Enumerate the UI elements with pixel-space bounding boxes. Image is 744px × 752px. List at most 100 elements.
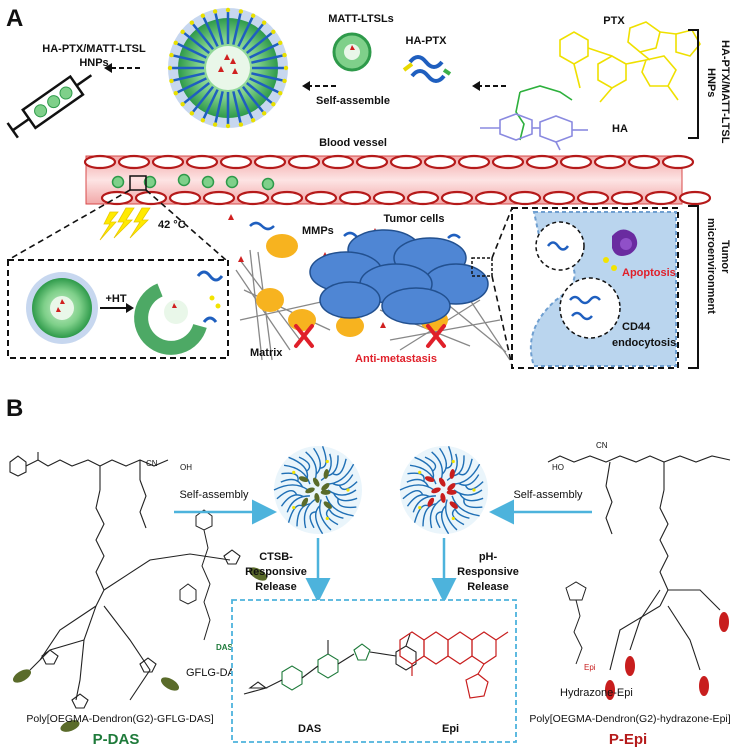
ptx-end [212, 9, 218, 14]
hydrazone-epi-structure [565, 581, 587, 665]
zoom-line [491, 207, 513, 259]
polymer-chain [183, 81, 211, 104]
polymer-strand [327, 489, 357, 496]
polymer-chain [232, 91, 242, 123]
polymer-strand [459, 492, 484, 502]
polymer-chain [192, 85, 215, 113]
nanoparticle [177, 173, 191, 187]
polymer-chain [214, 91, 224, 123]
arrowhead [472, 81, 480, 91]
epi-molecule [399, 631, 509, 699]
polymer-strand [338, 481, 358, 491]
das-label: DAS [298, 723, 321, 735]
polymer-strand [333, 492, 358, 502]
polymer-chain [177, 77, 207, 94]
drug-payload [424, 476, 435, 483]
nanoparticle [143, 175, 157, 189]
vessel-wall-cells-top [83, 154, 695, 170]
endothelial-cell [423, 154, 457, 170]
ptx-end [271, 29, 276, 35]
matrix-label: Matrix [250, 347, 283, 359]
endothelial-cell [270, 190, 304, 206]
polymer-chain [237, 17, 254, 47]
nanoparticle [225, 175, 239, 189]
hnps-micelle [167, 7, 289, 129]
cn-left: CN [146, 459, 158, 468]
polymer-chain [249, 77, 279, 94]
polymer-strand [286, 495, 310, 513]
circulating-nanoparticles [111, 173, 275, 191]
endothelial-cell [661, 154, 695, 170]
p-epi-structure [547, 455, 731, 671]
ctsb-label-2: Responsive [245, 566, 307, 578]
linker-dot [346, 488, 350, 492]
hnps-label: HA-PTX/MATT-LTSL [42, 43, 146, 55]
polymer-strand [298, 456, 311, 472]
arrowhead [126, 303, 134, 313]
polymer-strand [429, 498, 442, 529]
endothelial-cell [406, 190, 440, 206]
polymer-strand [332, 474, 354, 486]
ptx-end [278, 90, 283, 96]
endothelial-cell [593, 154, 627, 170]
das-small-label: DAS [216, 643, 234, 652]
drug-payload [449, 501, 458, 509]
cell-zoom-box [471, 257, 493, 277]
polymer-strand [409, 464, 437, 485]
ptx-dot [603, 257, 609, 263]
polymer-strand [446, 453, 458, 482]
syringe-icon [6, 74, 93, 139]
polymer-strand [320, 453, 332, 482]
endothelial-cell [372, 190, 406, 206]
ctsb-label-3: Release [255, 581, 297, 593]
drug-payload [321, 483, 330, 491]
polymer-strand [439, 447, 447, 475]
ph-label-3: Release [467, 581, 509, 593]
ptx-end [278, 40, 283, 46]
matt-ltsls-label: MATT-LTSLs [328, 13, 394, 25]
drug-payload [447, 483, 456, 491]
endothelial-cell [610, 190, 644, 206]
polymer-strand [458, 458, 473, 476]
mmps-label: MMPs [302, 225, 334, 237]
hnps-label-2: HNPs [79, 57, 108, 69]
polymer-strand [281, 472, 299, 482]
nanoparticle [201, 175, 215, 189]
drug-payload [305, 487, 315, 494]
ptx-end [167, 65, 173, 71]
polymer-strand [283, 464, 311, 485]
endothelial-cell [525, 154, 559, 170]
ptx-end [250, 13, 256, 18]
ha-structure [480, 113, 588, 151]
cn-right: CN [596, 441, 608, 450]
nanoparticle [111, 175, 125, 189]
drug-payload [431, 487, 441, 494]
endothelial-cell [134, 190, 168, 206]
ptx-end [283, 65, 289, 71]
endothelial-cell [542, 190, 576, 206]
apoptosis-icon [612, 229, 638, 256]
endosome-cargo [569, 295, 601, 305]
polymer-strand [431, 451, 444, 481]
polymer-strand [414, 456, 435, 479]
drug-payload [312, 477, 320, 487]
endothelial-cell [457, 154, 491, 170]
bracket-top [688, 29, 699, 139]
ptx-end [173, 90, 178, 96]
polymer-strand [332, 458, 347, 476]
drug-payload [314, 492, 320, 503]
ptx-end [189, 20, 195, 25]
polymer-strand [280, 478, 303, 488]
ptx-end [180, 101, 185, 107]
nanoparticle [261, 177, 275, 191]
polymer-strand [399, 484, 435, 491]
linker-dot [292, 470, 296, 474]
polymer-strand [406, 494, 430, 507]
ptx-end [180, 29, 185, 35]
p-epi-nanoparticle [399, 445, 488, 535]
endothelial-cell [644, 190, 678, 206]
polymer-chain [251, 72, 283, 82]
polymer-chain [245, 81, 273, 104]
endothelial-cell [304, 190, 338, 206]
